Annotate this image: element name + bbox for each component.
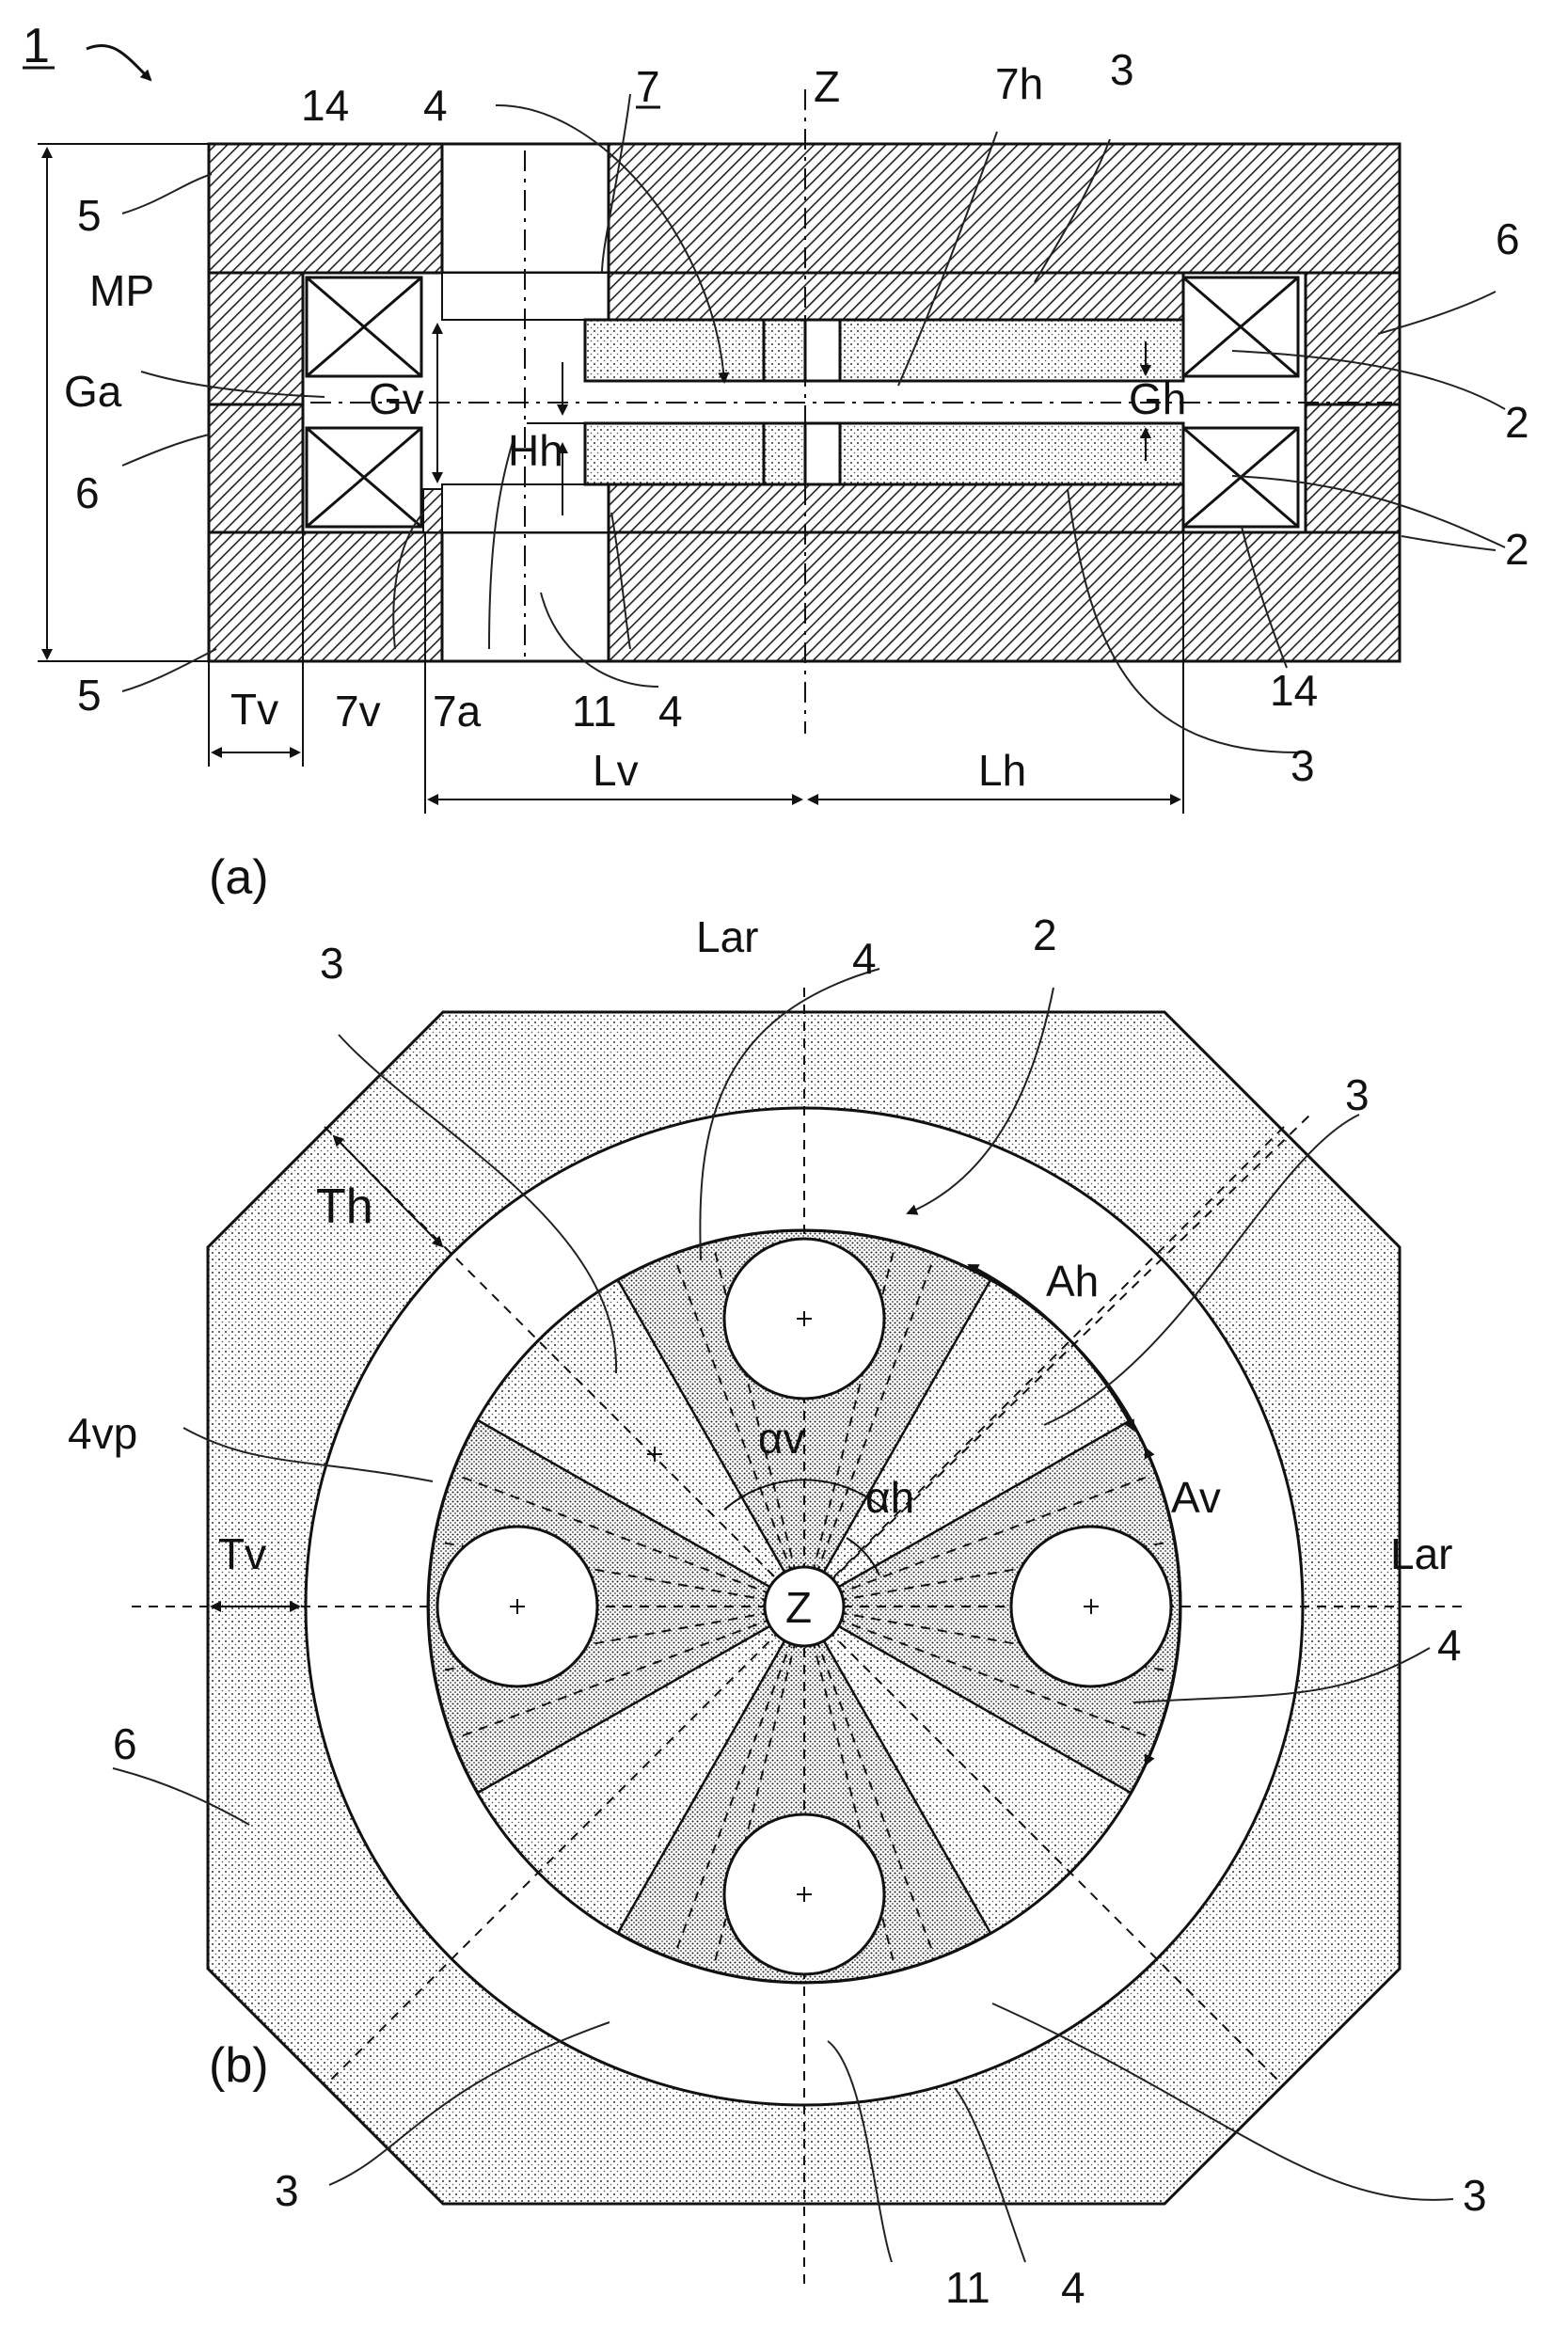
label-3-lower-right: 3 xyxy=(1463,2171,1487,2220)
label-11-b: 11 xyxy=(945,2263,990,2312)
label-3-bottom: 3 xyxy=(1291,741,1315,790)
label-3-lower-left: 3 xyxy=(275,2166,299,2215)
label-5-bottom: 5 xyxy=(77,671,102,720)
label-2-upper: 2 xyxy=(1505,398,1529,447)
label-6-right: 6 xyxy=(1496,214,1520,263)
label-mp: MP xyxy=(89,266,154,315)
label-4-bottom: 4 xyxy=(658,687,683,736)
magnet-upper xyxy=(840,320,1183,381)
label-av: Av xyxy=(1171,1473,1221,1522)
pole-bottom xyxy=(609,484,1183,532)
figure-ref: 1 xyxy=(23,19,50,73)
label-2-b: 2 xyxy=(1033,910,1057,959)
label-4-bottom-b: 4 xyxy=(1061,2263,1085,2312)
label-4-right: 4 xyxy=(1437,1621,1462,1670)
label-th: Th xyxy=(316,1179,373,1234)
label-tv-b: Tv xyxy=(218,1529,266,1578)
label-lh: Lh xyxy=(978,746,1026,795)
label-4vp: 4vp xyxy=(68,1409,137,1458)
label-ah: Ah xyxy=(1046,1257,1099,1306)
label-14-left: 14 xyxy=(301,81,349,130)
panel-b: Lar 4 2 3 3 Th Ah Av αv αh 4vp Tv Lar Z … xyxy=(68,910,1487,2312)
side-plate-left-lower xyxy=(209,404,303,532)
curved-arrow-icon xyxy=(87,45,150,80)
label-z-b: Z xyxy=(785,1583,812,1632)
label-3-upper-left: 3 xyxy=(320,939,344,988)
label-14-right: 14 xyxy=(1270,666,1318,715)
label-lar-top: Lar xyxy=(696,912,758,961)
label-6-b: 6 xyxy=(113,1719,137,1768)
panel-a: 1 xyxy=(23,19,1529,905)
label-lar-right: Lar xyxy=(1390,1529,1452,1578)
label-7a: 7a xyxy=(433,687,482,736)
side-plate-left-upper xyxy=(209,273,303,404)
label-z-a: Z xyxy=(814,62,840,111)
label-6-left: 6 xyxy=(75,468,100,517)
label-tv-a: Tv xyxy=(230,685,278,734)
label-4-top: 4 xyxy=(423,81,448,130)
label-2-lower: 2 xyxy=(1505,525,1529,574)
label-11-a: 11 xyxy=(572,687,617,736)
yoke-bottom xyxy=(209,532,1400,661)
side-plate-right-lower xyxy=(1306,404,1400,532)
side-plate-right-upper xyxy=(1306,273,1400,404)
label-7h: 7h xyxy=(995,59,1043,108)
label-lv: Lv xyxy=(593,746,639,795)
panel-a-caption: (a) xyxy=(209,850,269,905)
pole-top xyxy=(609,273,1183,320)
magnet-lower xyxy=(840,423,1183,484)
label-3-upper-right: 3 xyxy=(1345,1070,1370,1119)
label-5-top: 5 xyxy=(77,191,102,240)
panel-b-caption: (b) xyxy=(209,2038,269,2093)
label-7: 7 xyxy=(636,62,660,111)
label-gh: Gh xyxy=(1129,374,1186,423)
label-alpha-v: αv xyxy=(758,1414,805,1463)
label-hh: Hh xyxy=(508,426,563,475)
label-3-top: 3 xyxy=(1110,45,1134,94)
label-4-top-b: 4 xyxy=(852,934,877,983)
label-ga: Ga xyxy=(64,367,122,416)
label-gv: Gv xyxy=(369,374,424,423)
label-7v: 7v xyxy=(335,687,381,736)
label-alpha-h: αh xyxy=(865,1473,914,1522)
